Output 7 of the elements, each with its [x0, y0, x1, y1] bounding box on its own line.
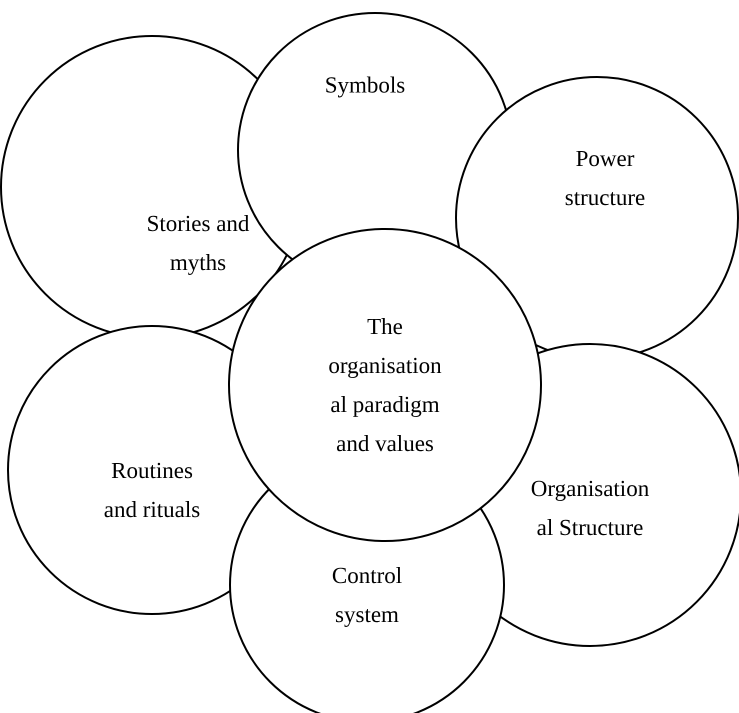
node-label: Symbols: [324, 71, 406, 100]
node-label: Stories and myths: [146, 210, 250, 277]
node-label: Power structure: [564, 144, 646, 212]
node-label: Control system: [330, 562, 404, 629]
node-label: Routines and rituals: [102, 456, 202, 524]
node-label: Organisation al Structure: [530, 474, 650, 542]
node-label: The organisation al paradigm and values: [327, 312, 443, 458]
